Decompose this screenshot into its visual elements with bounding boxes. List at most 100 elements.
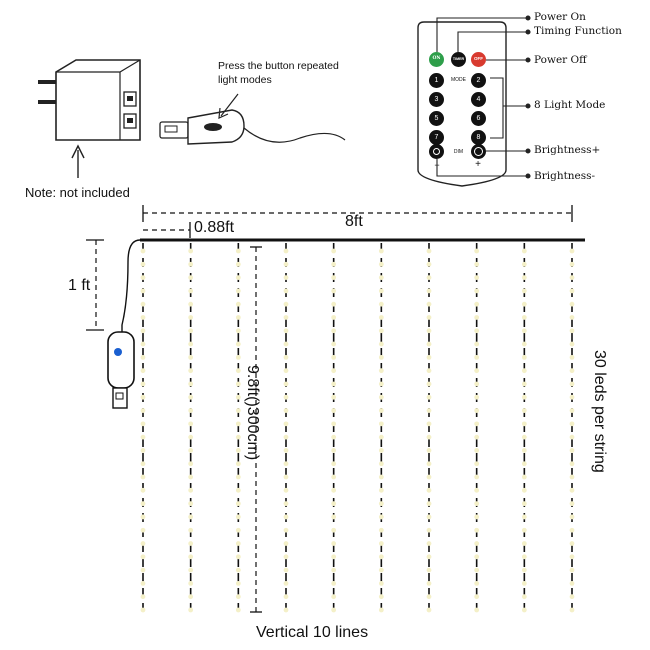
spacing-label: 0.88ft [194,219,235,236]
led-bulb [474,328,480,334]
led-bulb [474,421,480,427]
led-bulb [426,288,432,294]
led-bulb [235,487,241,493]
led-bulb [474,501,480,507]
brightness-up-ring-icon [474,147,483,156]
led-bulb [140,368,146,374]
led-bulb [569,248,575,254]
power-off-button[interactable] [471,52,486,67]
led-bulb [474,354,480,360]
led-string [521,243,527,614]
led-bulb [569,594,575,600]
led-bulb [474,487,480,493]
led-bulb [378,248,384,254]
led-bulb [426,368,432,374]
led-bulb [188,594,194,600]
mode-button-6[interactable]: 6 [471,111,486,126]
led-bulb [474,554,480,560]
led-bulb [188,554,194,560]
led-bulb [331,434,337,440]
led-bulb [188,527,194,533]
led-bulb [378,581,384,586]
led-string [331,243,337,614]
led-bulb [283,341,289,347]
led-bulb [331,594,337,600]
led-bulb [474,341,480,347]
led-bulb [283,527,289,533]
led-bulb [521,527,527,533]
led-bulb [426,261,432,267]
total-width-label: 8ft [345,213,363,230]
mode-button-4[interactable]: 4 [471,92,486,107]
led-bulb [569,474,575,480]
led-bulb [569,354,575,360]
led-bulb [331,567,337,573]
led-bulb [426,275,432,280]
led-bulb [426,474,432,480]
led-bulb [283,567,289,573]
led-bulb [569,554,575,560]
led-bulb [378,394,384,400]
led-bulb [188,341,194,347]
mode-button-1[interactable]: 1 [429,73,444,88]
led-bulb [378,275,384,280]
led-bulb [283,288,289,294]
led-bulb [426,514,432,520]
timer-button[interactable] [451,52,466,67]
led-bulb [188,541,194,546]
mode-button-2[interactable]: 2 [471,73,486,88]
mode-button-3[interactable]: 3 [429,92,444,107]
led-bulb [331,275,337,280]
led-bulb [521,474,527,480]
led-string [283,243,289,614]
led-bulb [474,527,480,533]
led-string [140,243,146,614]
label-power-off: Power Off [534,54,587,66]
led-bulb [331,315,337,320]
led-bulb [378,434,384,440]
label-power-on: Power On [534,11,586,23]
led-bulb [426,408,432,413]
led-bulb [140,567,146,573]
led-bulb [188,301,194,307]
led-bulb [140,261,146,267]
led-bulb [283,501,289,507]
led-bulb [235,448,241,453]
led-bulb [235,461,241,467]
led-bulb [188,275,194,280]
led-bulb [331,581,337,586]
height-label: 9.8ft()300cm) [244,365,261,461]
mode-button-5[interactable]: 5 [429,111,444,126]
led-bulb [140,527,146,533]
power-on-button[interactable] [429,52,444,67]
led-string [378,243,384,614]
led-bulb [426,487,432,493]
led-bulb [140,594,146,600]
led-bulb [140,421,146,427]
mode-button-7[interactable]: 7 [429,130,444,145]
led-bulb [521,394,527,400]
led-bulb [331,461,337,467]
led-bulb [426,607,432,613]
led-bulb [378,474,384,480]
led-bulb [521,487,527,493]
led-bulb [474,394,480,400]
mode-button-8[interactable]: 8 [471,130,486,145]
led-bulb [474,381,480,387]
led-bulb [283,248,289,254]
led-bulb [235,474,241,480]
usb-indicator-led-icon [114,348,122,356]
led-bulb [331,421,337,427]
led-bulb [188,461,194,467]
led-bulb [283,261,289,267]
led-bulb [426,381,432,387]
led-bulb [283,301,289,307]
led-bulb [283,381,289,387]
led-bulb [569,341,575,347]
led-bulb [521,501,527,507]
led-bulb [188,381,194,387]
led-bulb [140,248,146,254]
led-bulb [378,448,384,453]
